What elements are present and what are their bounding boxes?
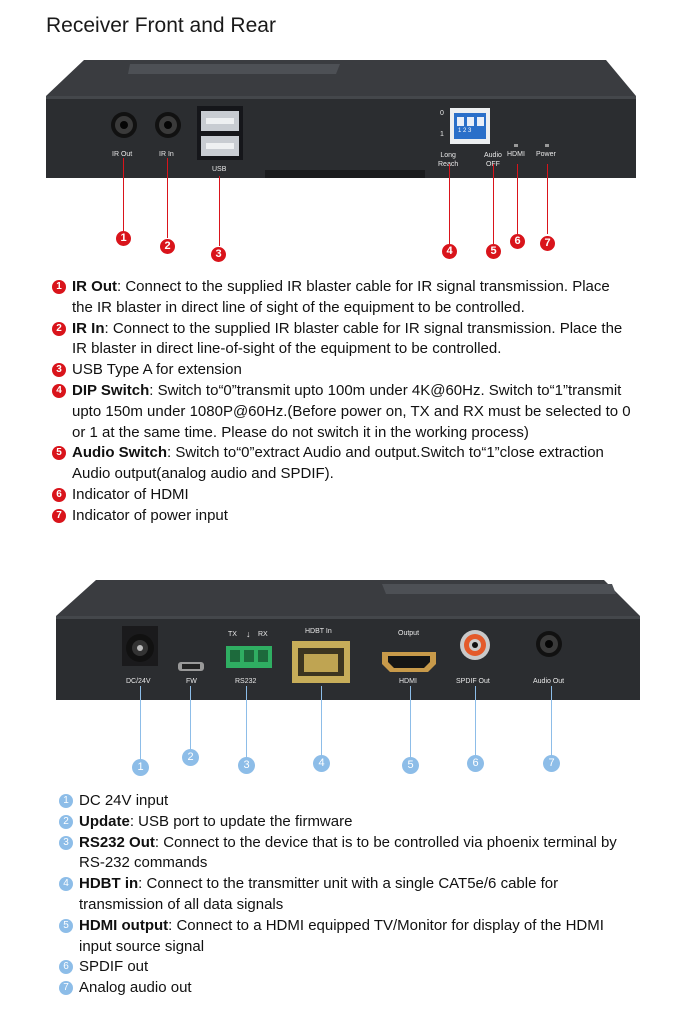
rear-callout-7: 7 [543, 755, 560, 772]
rear-leader-line-6 [475, 686, 476, 756]
dip-numbers-label: 1 2 3 [458, 128, 472, 134]
receiver-front-panel: IR Out IR In USB 0 1 1 2 3 Long Reach Au… [40, 56, 640, 186]
hdmi-port-label: HDMI [399, 678, 417, 685]
rear-leader-line-2 [190, 686, 191, 750]
front-callout-5: 5 [486, 244, 501, 259]
rear-callout-2: 2 [182, 749, 199, 766]
rear-callout-1: 1 [132, 759, 149, 776]
audio-out-port-label: Audio Out [533, 678, 565, 685]
leader-line-3 [219, 176, 220, 246]
dip-zero-label: 0 [440, 110, 444, 117]
front-callout-7: 7 [540, 236, 555, 251]
rear-leader-line-3 [246, 686, 247, 758]
rs232-port-label: RS232 [235, 678, 257, 685]
rear-callout-4: 4 [313, 755, 330, 772]
rear-leader-line-1 [140, 686, 141, 760]
usb-port-label: USB [212, 166, 227, 173]
number-badge: 1 [59, 794, 73, 808]
front-device-body [46, 60, 636, 178]
rear-callout-5: 5 [402, 757, 419, 774]
leader-line-4 [449, 164, 450, 244]
rear-callout-3: 3 [238, 757, 255, 774]
rear-leader-line-5 [410, 686, 411, 758]
leader-line-1 [123, 158, 124, 233]
fw-port-label: FW [186, 678, 197, 685]
page-title: Receiver Front and Rear [46, 14, 276, 37]
receiver-rear-panel: DC/24V FW TX ↓ RX RS232 HDBT In Output H… [52, 574, 642, 704]
tx-label: TX [228, 631, 237, 638]
ir-in-port-label: IR In [159, 151, 174, 158]
number-badge: 5 [52, 446, 66, 461]
leader-line-5 [493, 164, 494, 244]
front-callout-3: 3 [211, 247, 226, 262]
rear-leader-line-4 [321, 686, 322, 756]
ir-out-port-label: IR Out [112, 151, 133, 158]
output-label: Output [398, 630, 420, 637]
power-indicator-label: Power [536, 151, 556, 158]
number-badge: 3 [52, 363, 66, 378]
number-badge: 2 [52, 321, 66, 336]
dip-one-label: 1 [440, 131, 444, 138]
number-badge: 6 [52, 487, 66, 502]
front-callout-2: 2 [160, 239, 175, 254]
number-badge: 3 [59, 835, 73, 850]
front-callout-6: 6 [510, 234, 525, 249]
hdmi-indicator-label: HDMI [507, 151, 525, 158]
number-badge: 5 [59, 918, 73, 933]
rear-callout-6: 6 [467, 755, 484, 772]
rear-device-body [56, 580, 640, 700]
number-badge: 7 [59, 981, 73, 996]
leader-line-2 [167, 158, 168, 238]
front-callout-4: 4 [442, 244, 457, 259]
spdif-port-label: SPDIF Out [456, 678, 490, 685]
number-badge: 1 [52, 280, 66, 294]
leader-line-7 [547, 164, 548, 234]
hdbt-port-label: HDBT In [305, 628, 332, 635]
number-badge: 7 [52, 508, 66, 523]
leader-line-6 [517, 164, 518, 234]
number-badge: 4 [59, 877, 73, 892]
long-reach-label: Long Reach [438, 152, 458, 168]
front-callout-1: 1 [116, 231, 131, 246]
number-badge: 6 [59, 960, 73, 975]
number-badge: 4 [52, 383, 66, 398]
down-arrow-icon: ↓ [246, 629, 251, 639]
number-badge: 2 [59, 814, 73, 829]
rx-label: RX [258, 631, 268, 638]
rear-leader-line-7 [551, 686, 552, 756]
audio-off-label: Audio OFF [484, 152, 502, 168]
dc-port-label: DC/24V [126, 678, 151, 685]
